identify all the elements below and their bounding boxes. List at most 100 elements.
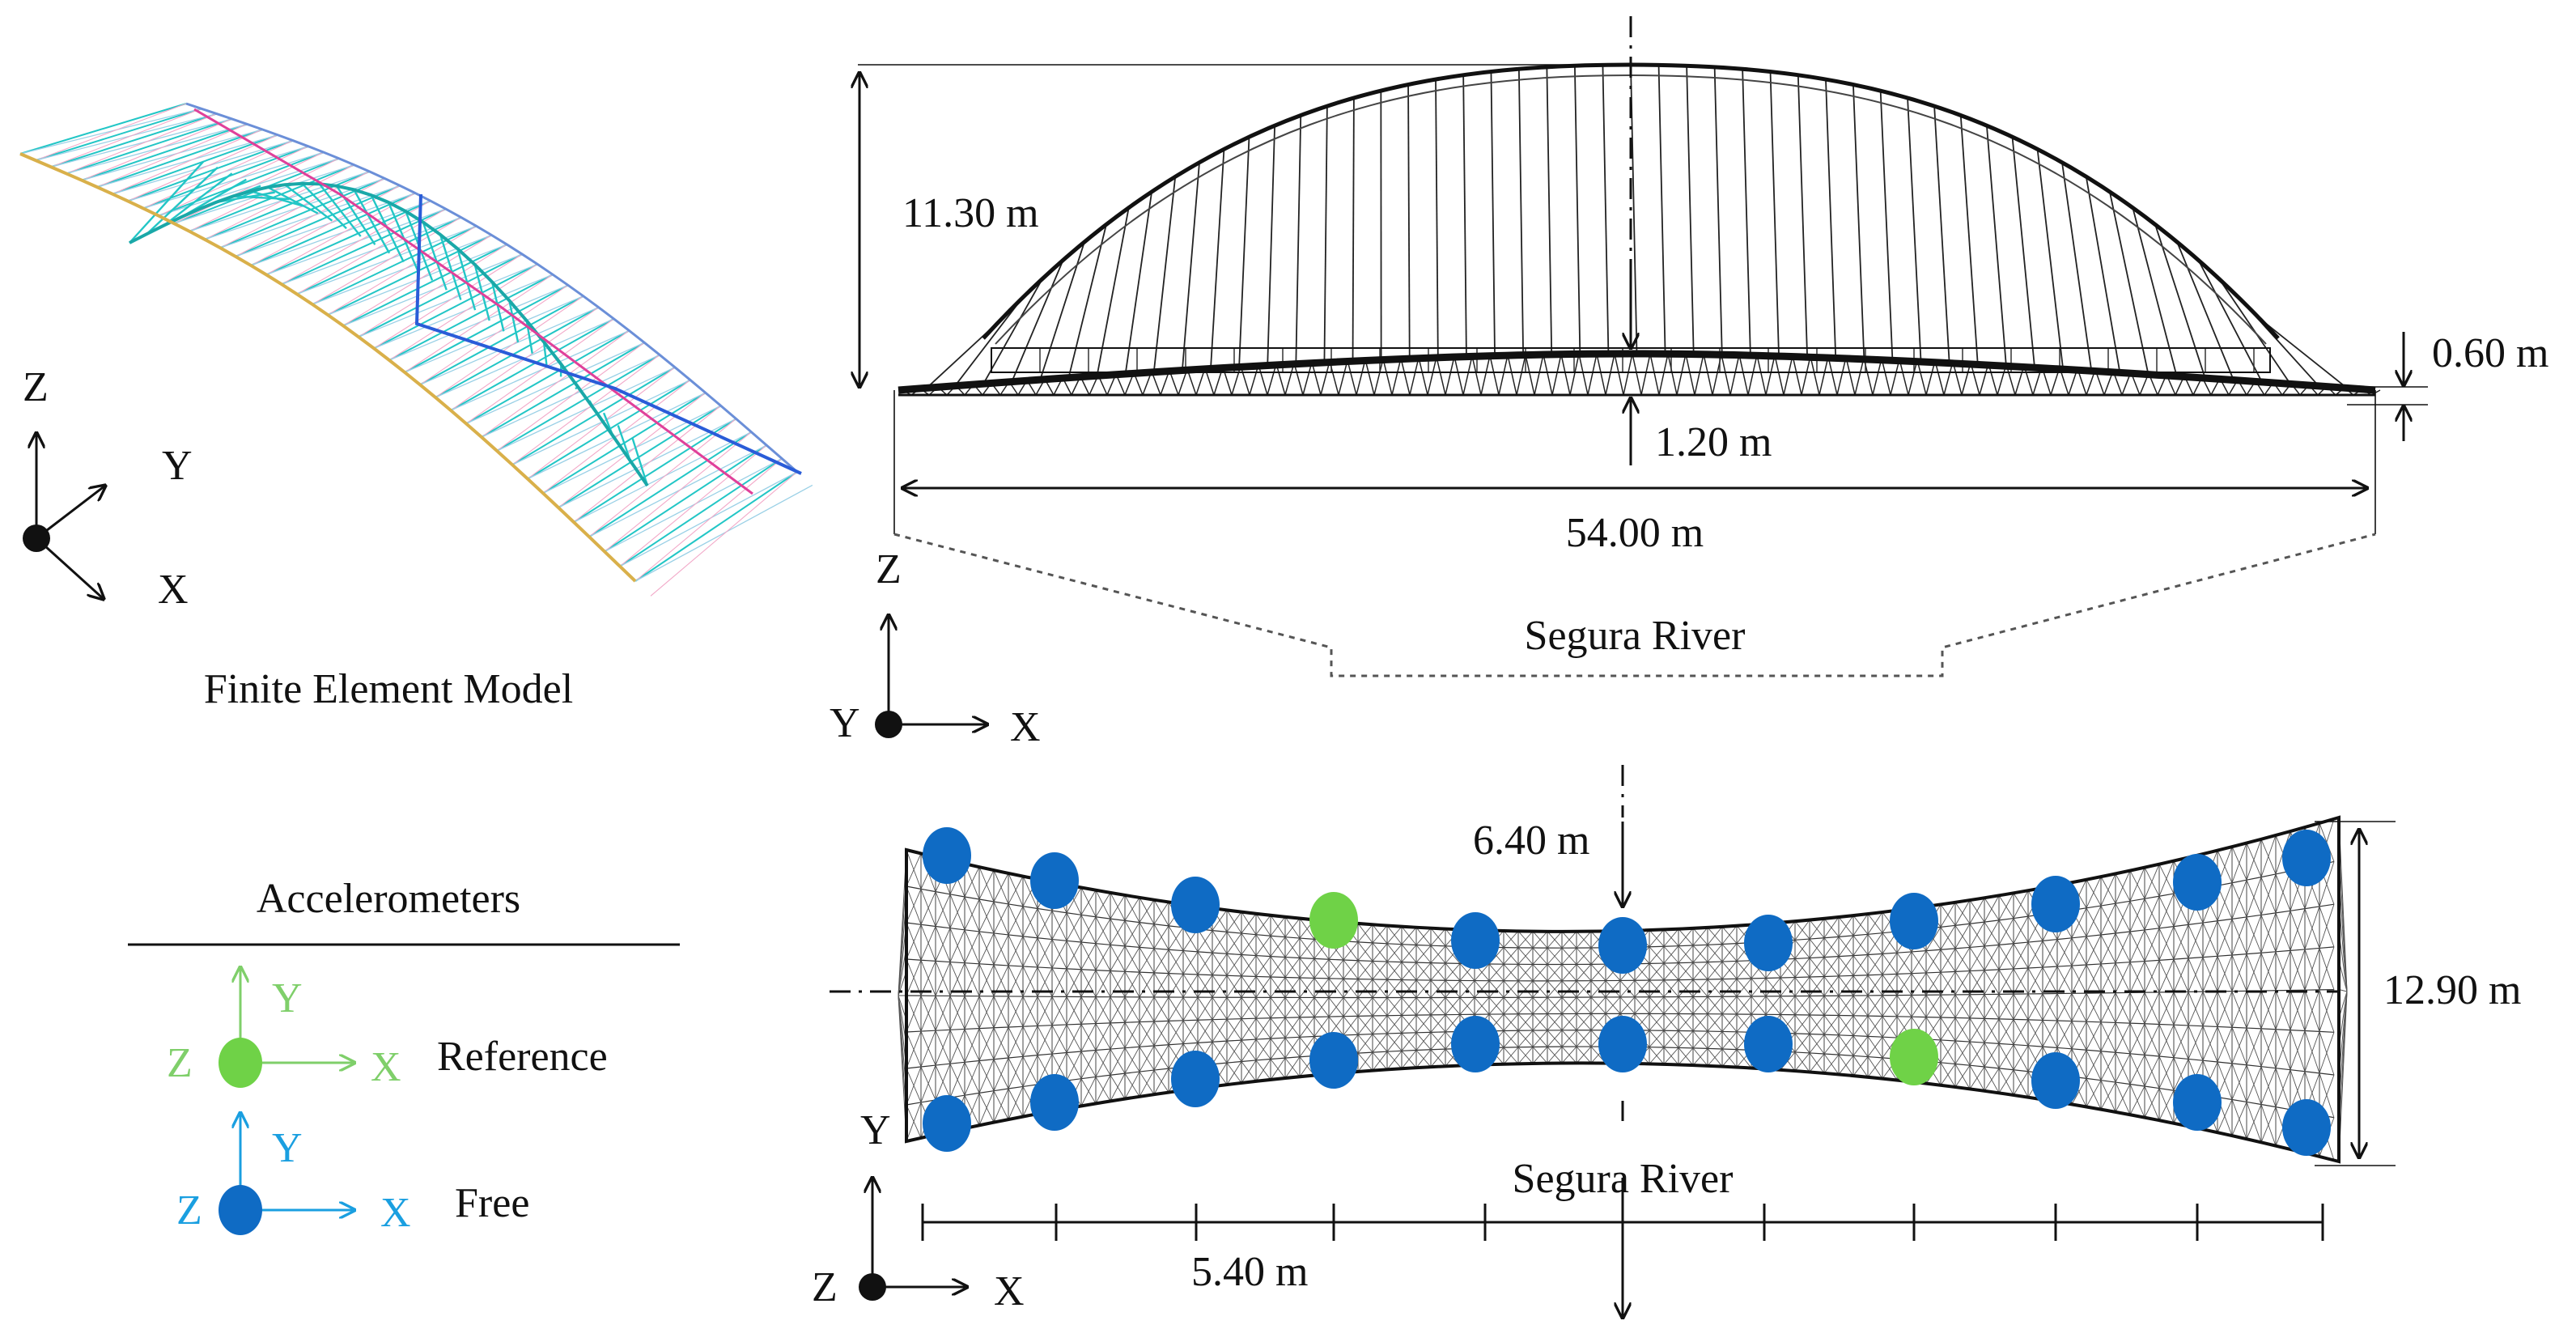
plan-bracing [1285, 1057, 1300, 1078]
fem-mesh-line [512, 380, 690, 465]
free-accelerometer [1171, 877, 1220, 933]
deck-diagonal [1650, 354, 1659, 395]
plan-bracing [1081, 1077, 1096, 1106]
plan-bracing [950, 897, 965, 928]
plan-bracing [2247, 877, 2261, 917]
hanger-cable [1463, 75, 1466, 356]
plan-bracing [936, 894, 950, 927]
plan-bracing [994, 873, 1008, 902]
fem-mesh [20, 104, 813, 596]
deck-diagonal [1677, 354, 1686, 395]
fem-x-label: X [158, 567, 189, 613]
plan-bracing [1125, 1072, 1139, 1099]
free-accelerometer [2282, 830, 2331, 886]
reference-accelerometer [1890, 1029, 1938, 1085]
fem-mesh-line [589, 432, 751, 537]
deck-diagonal [1579, 354, 1588, 395]
fem-mesh-line [297, 218, 461, 295]
deck-diagonal [1543, 355, 1552, 395]
plan-bracing [906, 1102, 921, 1141]
plan-bracing [1241, 914, 1256, 933]
deck-diagonal [1704, 354, 1712, 395]
plan-bracing [2116, 901, 2130, 933]
plan-bracing [1154, 1068, 1169, 1094]
hanger-cable [2062, 163, 2091, 370]
deck-diagonal [1873, 359, 1882, 395]
plan-bracing [1824, 917, 1839, 938]
hanger-cable [2038, 149, 2063, 367]
plan-bracing [1256, 915, 1271, 935]
plan-bracing [950, 1062, 965, 1098]
free-z-label: Z [176, 1187, 202, 1234]
hanger-cable [1267, 125, 1275, 364]
reference-sensor-icon [219, 1038, 262, 1088]
deck-diagonal [1401, 359, 1410, 395]
plan-bracing [2247, 839, 2261, 880]
hanger-cable [1353, 98, 1354, 360]
hanger-cable [2198, 260, 2261, 381]
free-accelerometer [1598, 917, 1647, 974]
deck-diagonal [1392, 359, 1401, 395]
plan-bracing [2014, 890, 2028, 918]
deck-diagonal [1419, 358, 1428, 395]
free-x-label: X [380, 1190, 411, 1236]
plan-bracing [1970, 898, 1984, 924]
free-accelerometer [1744, 915, 1793, 971]
plan-y-label: Y [860, 1107, 891, 1153]
plan-bracing [2232, 880, 2247, 919]
deck-diagonal [1597, 354, 1606, 395]
plan-bracing [1023, 1055, 1038, 1087]
plan-bracing [1023, 908, 1038, 936]
plan-bracing [979, 870, 994, 899]
plan-bracing [1839, 915, 1853, 936]
deck-diagonal [1891, 359, 1899, 395]
plan-bracing [2145, 864, 2159, 899]
plan-bracing [1008, 907, 1023, 935]
plan-z-label: Z [812, 1264, 838, 1310]
free-accelerometer [2031, 876, 2080, 932]
deck-diagonal [1819, 357, 1828, 395]
hanger-cable [1742, 69, 1751, 355]
hanger-cable [1097, 208, 1129, 376]
plan-bracing [1984, 895, 1999, 922]
hanger-cable [1881, 91, 1893, 359]
free-label: Free [455, 1180, 529, 1226]
plan-bracing [2145, 1089, 2159, 1118]
plan-bracing [965, 899, 979, 930]
plan-bracing [1955, 924, 1970, 949]
deck-diagonal [1454, 356, 1463, 395]
hanger-cable [1182, 163, 1199, 370]
deck-diagonal [1837, 357, 1846, 395]
hanger-cable [1961, 115, 1978, 363]
hanger-cable [1934, 106, 1949, 361]
hanger-cable [1715, 67, 1722, 355]
plan-bracing [1810, 919, 1824, 939]
free-accelerometer [1890, 893, 1938, 949]
hanger-cable [1602, 65, 1608, 354]
deck-diagonal [1517, 355, 1526, 395]
deck-diagonal [1766, 355, 1775, 395]
plan-bracing [906, 1067, 921, 1105]
plan-bracing [1955, 1065, 1970, 1087]
deck-diagonal [1410, 358, 1419, 395]
deck-diagonal [1383, 359, 1392, 395]
plan-bracing [2232, 1102, 2247, 1136]
legend-reference-item: Z Y X Reference [167, 967, 608, 1090]
height-label: 11.30 m [902, 190, 1039, 236]
free-accelerometer [2173, 854, 2222, 911]
plan-bracing [1139, 900, 1154, 923]
fem-mesh-line [420, 285, 568, 384]
deck-diagonal [1276, 364, 1285, 395]
span-label: 54.00 m [1566, 510, 1704, 556]
plan-bracing [1110, 920, 1125, 945]
plan-bracing [2276, 871, 2290, 913]
plan-bracing [1984, 920, 1999, 946]
plan-bracing [1853, 1057, 1868, 1076]
hanger-cable [1408, 84, 1410, 358]
elevation-view: 11.30 m 54.00 m 1.20 m 0.60 m Segura Riv… [830, 16, 2548, 750]
plan-bracing [1999, 919, 2014, 945]
plan-bracing [979, 1091, 994, 1126]
plan-bracing [921, 892, 936, 925]
plan-bracing [1868, 912, 1882, 934]
